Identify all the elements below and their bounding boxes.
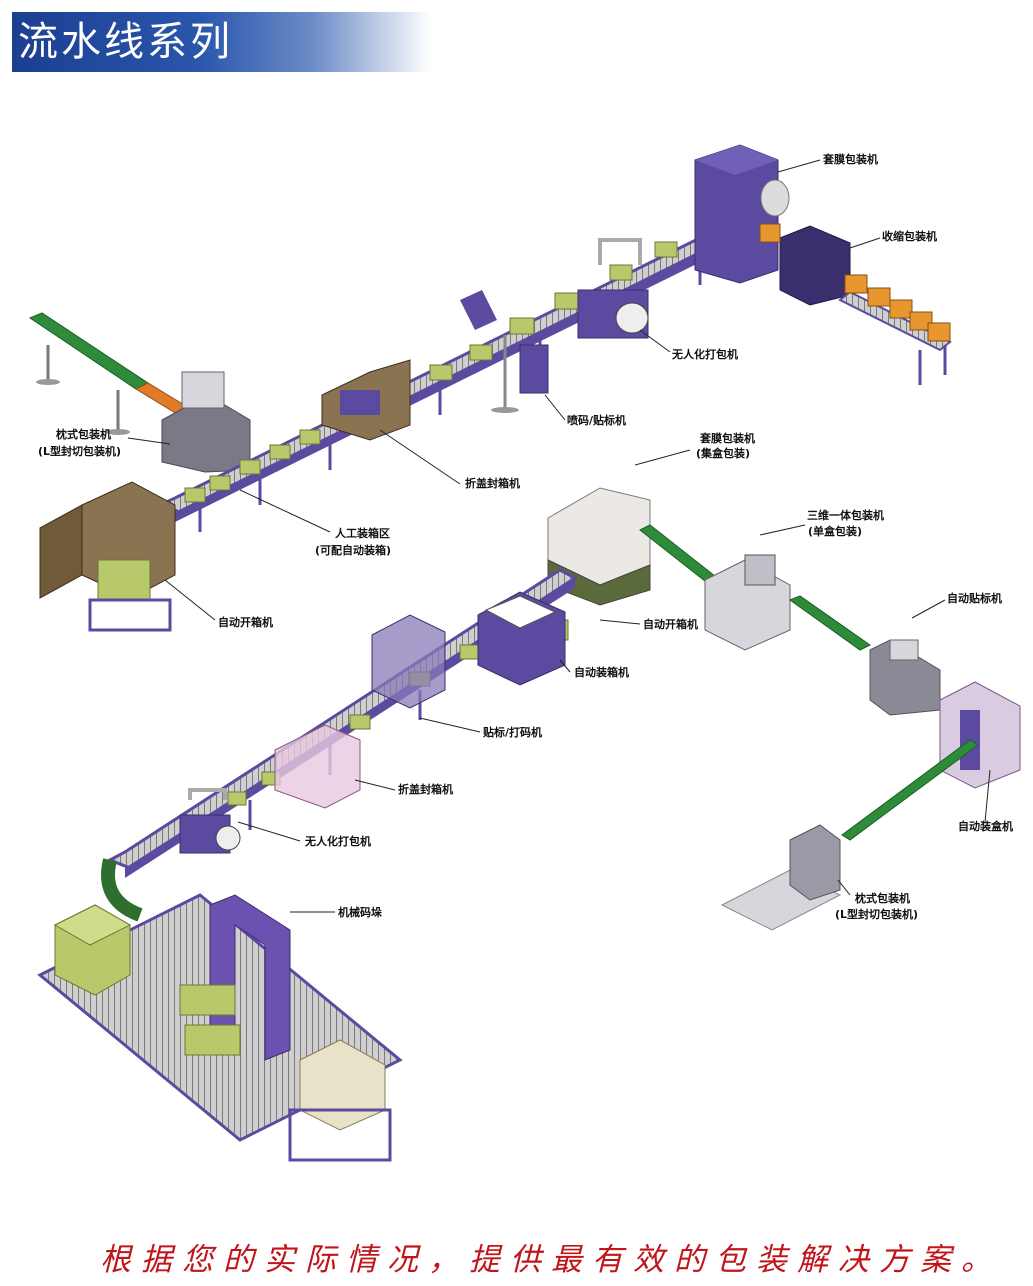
label-top-strapping: 无人化打包机 <box>671 347 738 361</box>
label-right-cartoner: 自动装盒机 <box>958 819 1013 833</box>
label-mid-erector: 自动开箱机 <box>643 617 698 631</box>
box-wrapper-machine <box>547 487 651 606</box>
label-mid-palletizer: 机械码垛 <box>338 905 383 919</box>
label-top-manual-1: 人工装箱区 <box>335 526 390 540</box>
middle-production-line <box>37 487 1021 1162</box>
folding-sealer-machine <box>321 359 411 441</box>
label-mid-sleeve-2: (集盒包装) <box>696 446 750 460</box>
label-top-erector: 自动开箱机 <box>218 615 273 629</box>
label-mid-3d-2: (单盒包装) <box>808 524 862 538</box>
outfeed-orange-boxes <box>844 274 951 342</box>
top-production-line <box>28 144 952 632</box>
label-mid-labeler: 自动贴标机 <box>947 591 1002 605</box>
cartoner-machine <box>939 681 1021 789</box>
label-top-coding: 喷码/贴标机 <box>567 413 626 427</box>
pallet-middle <box>179 984 236 1016</box>
slogan: 根据您的实际情况，提供最有效的包装解决方案。 <box>100 1242 1002 1278</box>
pillow-wrapper-machine <box>161 371 251 473</box>
case-packer-machine <box>371 614 446 709</box>
strapping-machine-top <box>577 238 649 339</box>
label-top-pillow-1: 枕式包装机 <box>56 427 111 441</box>
palletizer-area <box>37 893 403 1162</box>
page-title: 流水线系列 <box>18 19 233 65</box>
leader-lines <box>127 159 991 913</box>
label-mid-packer: 自动装箱机 <box>574 665 629 679</box>
strapping-machine-mid <box>179 788 241 854</box>
case-erector-machine <box>39 481 176 632</box>
case-erector-mid <box>477 591 566 686</box>
title-banner: 流水线系列 <box>12 12 431 72</box>
shrink-tunnel-machine <box>759 223 851 306</box>
label-top-shrink: 收缩包装机 <box>882 229 937 243</box>
diagram-labels: 套膜包装机 收缩包装机 无人化打包机 喷码/贴标机 枕式包装机 (L型封切包装机… <box>38 152 1013 921</box>
label-mid-label-code: 贴标/打码机 <box>482 725 542 739</box>
label-top-pillow-2: (L型封切包装机) <box>38 444 121 458</box>
sleeve-wrapper-machine <box>694 144 790 284</box>
label-right-pillow-2: (L型封切包装机) <box>835 907 918 921</box>
coding-labeling-machine <box>460 290 549 413</box>
pillow-wrapper-right <box>720 824 842 931</box>
folding-sealer-mid <box>274 724 361 809</box>
pallet-stack-left <box>53 904 132 996</box>
3d-wrapper-machine <box>704 554 791 651</box>
label-mid-strapping: 无人化打包机 <box>304 834 371 848</box>
label-top-manual-2: (可配自动装箱) <box>315 543 391 557</box>
label-mid-3d-1: 三维一体包装机 <box>807 508 884 522</box>
label-mid-sleeve-1: 套膜包装机 <box>700 431 755 445</box>
label-top-folding: 折盖封箱机 <box>465 476 520 490</box>
label-top-sleeve: 套膜包装机 <box>823 152 878 166</box>
label-mid-folding: 折盖封箱机 <box>398 782 453 796</box>
auto-labeler-machine <box>869 639 941 716</box>
label-right-pillow-1: 枕式包装机 <box>855 891 910 905</box>
